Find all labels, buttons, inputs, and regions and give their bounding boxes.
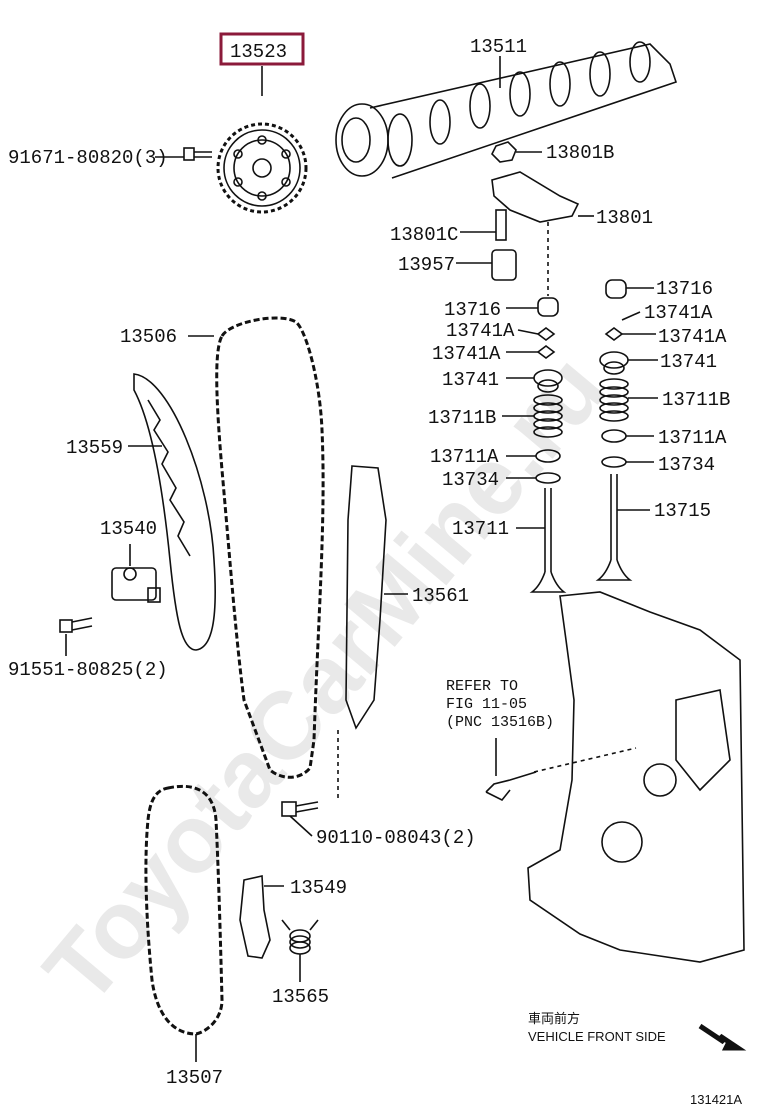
label-seat-left: 13711A xyxy=(430,446,499,468)
label-chain-lower: 13507 xyxy=(166,1067,223,1089)
label-keeper-4: 13741A xyxy=(658,326,727,348)
engine-block xyxy=(527,591,745,963)
label-rocker: 13801 xyxy=(596,207,653,229)
timing-chain-lower xyxy=(144,784,224,1036)
label-retainer-right: 13741 xyxy=(660,351,717,373)
label-spring-right: 13711B xyxy=(662,389,730,411)
label-adjuster: 13957 xyxy=(398,254,455,276)
rocker-arm xyxy=(491,171,580,223)
lash-adjuster xyxy=(491,249,517,281)
label-coil-spring: 13565 xyxy=(272,986,329,1008)
label-keeper-2: 13741A xyxy=(644,302,713,324)
direction-jp: 車両前方 xyxy=(528,1011,580,1026)
chain-guide xyxy=(133,373,216,651)
label-retainer-left: 13741 xyxy=(442,369,499,391)
refer-line-3: (PNC 13516B) xyxy=(446,714,554,731)
valve-spring-right xyxy=(599,378,629,422)
label-chain-upper: 13506 xyxy=(120,326,177,348)
tensioner-lever xyxy=(239,875,271,959)
chain-slipper xyxy=(345,465,387,730)
label-bolt-sprocket: 91671-80820(3) xyxy=(8,147,168,169)
exhaust-valve xyxy=(595,474,633,581)
label-tensioner-bolt: 91551-80825(2) xyxy=(8,659,168,681)
label-guide-bolt: 90110-08043(2) xyxy=(316,827,476,849)
label-keeper-3: 13741A xyxy=(432,343,501,365)
intake-valve xyxy=(529,488,567,593)
label-seal-left: 13734 xyxy=(442,469,499,491)
chain-tensioner xyxy=(111,567,161,603)
label-intake-valve: 13711 xyxy=(452,518,509,540)
rocker-bolt xyxy=(495,209,507,241)
lever-spring xyxy=(281,919,319,955)
label-sprocket: 13523 xyxy=(230,41,287,63)
refer-line-2: FIG 11-05 xyxy=(446,696,527,713)
label-guide: 13559 xyxy=(66,437,123,459)
highlight-box xyxy=(219,32,305,66)
direction-en: VEHICLE FRONT SIDE xyxy=(528,1029,666,1044)
front-arrow xyxy=(698,1023,747,1051)
label-camshaft: 13511 xyxy=(470,36,527,58)
guide-bolt xyxy=(281,801,319,817)
sprocket-bolt xyxy=(183,147,212,161)
label-tensioner: 13540 xyxy=(100,518,157,540)
tensioner-bolt xyxy=(59,617,93,633)
label-shim-right: 13716 xyxy=(656,278,713,300)
oil-tube xyxy=(485,771,537,793)
nut xyxy=(491,141,517,163)
valve-spring-left xyxy=(533,394,563,438)
label-keeper-1: 13741A xyxy=(446,320,515,342)
label-seal-right: 13734 xyxy=(658,454,715,476)
label-lever: 13549 xyxy=(290,877,347,899)
camshaft xyxy=(335,41,678,179)
label-13801c: 13801C xyxy=(390,224,458,246)
label-exhaust-valve: 13715 xyxy=(654,500,711,522)
label-spring-left: 13711B xyxy=(428,407,496,429)
label-slipper: 13561 xyxy=(412,585,469,607)
label-13801b: 13801B xyxy=(546,142,614,164)
cam-sprocket xyxy=(216,122,308,214)
label-shim-left: 13716 xyxy=(444,299,501,321)
label-seat-right: 13711A xyxy=(658,427,727,449)
refer-line-1: REFER TO xyxy=(446,678,518,695)
figure-code: 131421A xyxy=(690,1092,742,1107)
